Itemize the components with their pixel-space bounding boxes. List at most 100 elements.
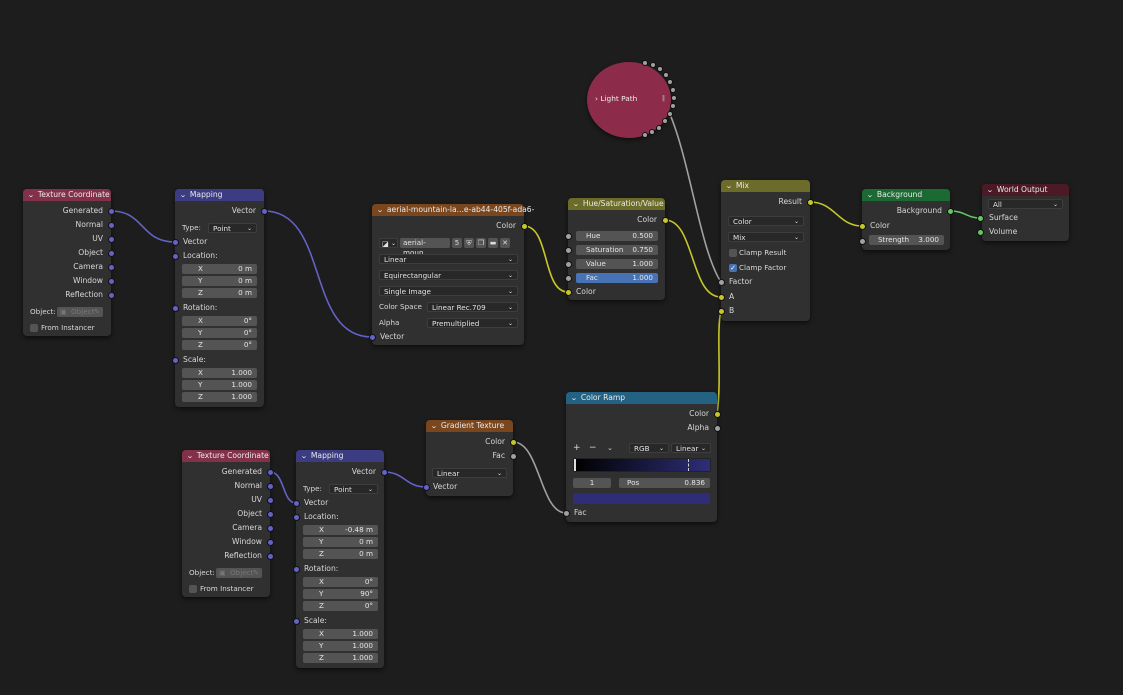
- node-header[interactable]: ⌄Background: [862, 189, 950, 201]
- socket-vector-in[interactable]: [293, 500, 300, 507]
- chevron-right-icon[interactable]: ›: [595, 94, 598, 103]
- socket-fac-in[interactable]: [563, 510, 570, 517]
- add-stop-button[interactable]: +: [573, 443, 581, 453]
- socket-vector-in[interactable]: [423, 484, 430, 491]
- socket-location-in[interactable]: [293, 514, 300, 521]
- node-header[interactable]: ⌄Hue/Saturation/Value: [568, 198, 665, 210]
- ramp-menu-chevron-down-icon[interactable]: ⌄: [607, 443, 614, 452]
- socket-strength-in[interactable]: [859, 238, 866, 245]
- socket-hue-in[interactable]: [565, 233, 572, 240]
- chevron-down-icon[interactable]: ⌄: [570, 394, 578, 402]
- socket-color-in[interactable]: [859, 223, 866, 230]
- socket-uv[interactable]: [108, 236, 115, 243]
- socket-fac-out[interactable]: [510, 453, 517, 460]
- blend-mode-dropdown[interactable]: Mix⌄: [728, 232, 804, 242]
- stop-color-swatch[interactable]: [573, 493, 710, 504]
- chevron-down-icon[interactable]: ⌄: [300, 452, 308, 460]
- light-path-node-collapsed[interactable]: › Light Path ‖: [587, 62, 671, 138]
- object-field[interactable]: Object▣✎: [216, 568, 262, 578]
- socket-vector-in[interactable]: [172, 239, 179, 246]
- stop-index-field[interactable]: 1: [573, 478, 611, 488]
- mapping-node-2[interactable]: ⌄Mapping Vector Type: Point⌄ Vector Loca…: [296, 450, 384, 668]
- mix-node[interactable]: ⌄Mix Result Color⌄ Mix⌄ Clamp Result ✓ C…: [721, 180, 810, 321]
- type-dropdown[interactable]: Point⌄: [208, 223, 257, 233]
- socket-generated[interactable]: [108, 208, 115, 215]
- mapping-node[interactable]: ⌄Mapping Vector Type: Point⌄ Vector Loca…: [175, 189, 264, 407]
- location-x-field[interactable]: X-0.48 m: [303, 525, 378, 535]
- socket-window[interactable]: [267, 539, 274, 546]
- socket-location-in[interactable]: [172, 253, 179, 260]
- socket-object[interactable]: [267, 511, 274, 518]
- socket-scale-in[interactable]: [172, 357, 179, 364]
- socket-reflection[interactable]: [108, 292, 115, 299]
- socket-color-out[interactable]: [510, 439, 517, 446]
- light-path-socket[interactable]: [642, 60, 648, 66]
- source-dropdown[interactable]: Single Image⌄: [379, 286, 518, 296]
- gradient-texture-node[interactable]: ⌄Gradient Texture Color Fac Linear⌄ Vect…: [426, 420, 513, 496]
- socket-vector-out[interactable]: [381, 469, 388, 476]
- socket-color-in[interactable]: [565, 289, 572, 296]
- chevron-down-icon[interactable]: ⌄: [866, 191, 874, 199]
- socket-volume-in[interactable]: [977, 229, 984, 236]
- node-header[interactable]: ⌄Mapping: [296, 450, 384, 462]
- clamp-result-checkbox[interactable]: [729, 249, 737, 257]
- chevron-down-icon[interactable]: ⌄: [376, 206, 384, 214]
- chevron-down-icon[interactable]: ⌄: [186, 452, 194, 460]
- socket-generated[interactable]: [267, 469, 274, 476]
- socket-camera[interactable]: [108, 264, 115, 271]
- socket-b-in[interactable]: [718, 308, 725, 315]
- node-header[interactable]: ⌄aerial-mountain-la...e-ab44-405f-ada6-: [372, 204, 534, 216]
- light-path-socket[interactable]: [670, 87, 676, 93]
- duplicate-icon[interactable]: ❐: [476, 238, 486, 248]
- image-name-field[interactable]: aerial-moun...: [400, 238, 450, 257]
- eyedropper-icon[interactable]: ✎: [252, 568, 259, 577]
- color-mode-dropdown[interactable]: RGB⌄: [629, 443, 669, 453]
- socket-surface-in[interactable]: [977, 215, 984, 222]
- socket-color-out[interactable]: [714, 411, 721, 418]
- node-header[interactable]: ⌄Mapping: [175, 189, 264, 201]
- node-header[interactable]: ⌄Texture Coordinate: [23, 189, 111, 201]
- projection-dropdown[interactable]: Equirectangular⌄: [379, 270, 518, 280]
- light-path-socket[interactable]: [662, 118, 668, 124]
- texture-coordinate-node-2[interactable]: ⌄Texture Coordinate Generated Normal UV …: [182, 450, 270, 597]
- chevron-down-icon[interactable]: ⌄: [725, 182, 733, 190]
- eyedropper-icon[interactable]: ✎: [93, 307, 100, 316]
- chevron-down-icon[interactable]: ⌄: [572, 200, 580, 208]
- chevron-down-icon[interactable]: ⌄: [179, 191, 187, 199]
- light-path-socket[interactable]: [656, 125, 662, 131]
- socket-background-out[interactable]: [947, 208, 954, 215]
- socket-reflection[interactable]: [267, 553, 274, 560]
- remove-stop-button[interactable]: −: [589, 443, 597, 453]
- object-field[interactable]: Object▣✎: [57, 307, 103, 317]
- socket-object[interactable]: [108, 250, 115, 257]
- interpolation-dropdown[interactable]: Linear⌄: [379, 254, 518, 264]
- type-dropdown[interactable]: Point⌄: [329, 484, 378, 494]
- light-path-socket[interactable]: [667, 79, 673, 85]
- color-space-dropdown[interactable]: Linear Rec.709⌄: [427, 302, 518, 312]
- alpha-dropdown[interactable]: Premultiplied⌄: [427, 318, 518, 328]
- socket-normal[interactable]: [108, 222, 115, 229]
- socket-uv[interactable]: [267, 497, 274, 504]
- node-header[interactable]: ⌄Color Ramp: [566, 392, 717, 404]
- socket-normal[interactable]: [267, 483, 274, 490]
- node-header[interactable]: ⌄Gradient Texture: [426, 420, 513, 432]
- shield-icon[interactable]: ⛨: [464, 238, 474, 248]
- clamp-factor-checkbox[interactable]: ✓: [729, 264, 737, 272]
